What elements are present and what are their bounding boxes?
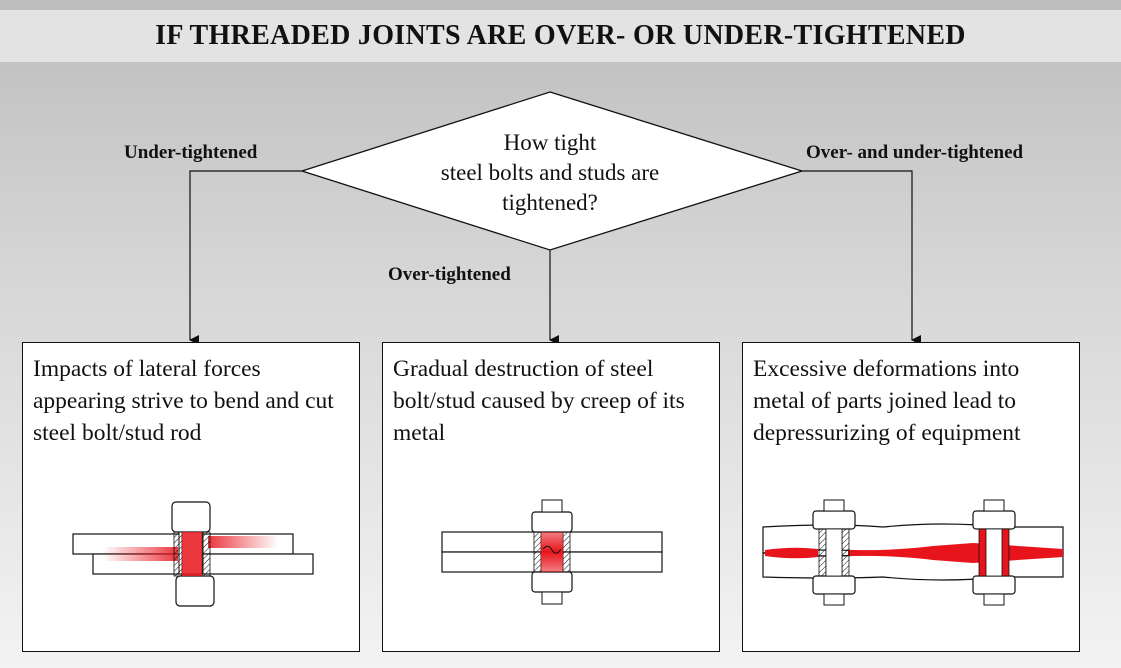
decision-line-1: How tight <box>503 130 597 155</box>
page-title: IF THREADED JOINTS ARE OVER- OR UNDER-TI… <box>155 20 966 51</box>
outcome-box-both: Excessive deformations into metal of par… <box>742 342 1080 652</box>
outcome-text-both: Excessive deformations into metal of par… <box>753 356 1021 446</box>
branch-label-right: Over- and under-tightened <box>806 142 1024 163</box>
connector-right <box>802 170 921 345</box>
decision-line-2: steel bolts and studs are <box>440 160 660 185</box>
branch-label-middle: Over-tightened <box>388 264 511 285</box>
branch-label-left: Under-tightened <box>124 142 258 163</box>
outcome-text-over: Gradual destruction of steel bolt/stud c… <box>393 356 685 446</box>
outcome-box-over: Gradual destruction of steel bolt/stud c… <box>382 342 720 652</box>
decision-line-3: tightened? <box>502 190 598 215</box>
bolt-creep-illustration <box>441 499 663 605</box>
flange-deformation-illustration <box>762 499 1064 606</box>
decision-question: How tight steel bolts and studs are tigh… <box>395 128 705 218</box>
title-bar: IF THREADED JOINTS ARE OVER- OR UNDER-TI… <box>0 10 1121 62</box>
outcome-box-under: Impacts of lateral forces appearing stri… <box>22 342 360 652</box>
bolt-bending-illustration <box>72 501 314 607</box>
connector-left <box>189 170 302 345</box>
outcome-text-under: Impacts of lateral forces appearing stri… <box>33 356 334 446</box>
